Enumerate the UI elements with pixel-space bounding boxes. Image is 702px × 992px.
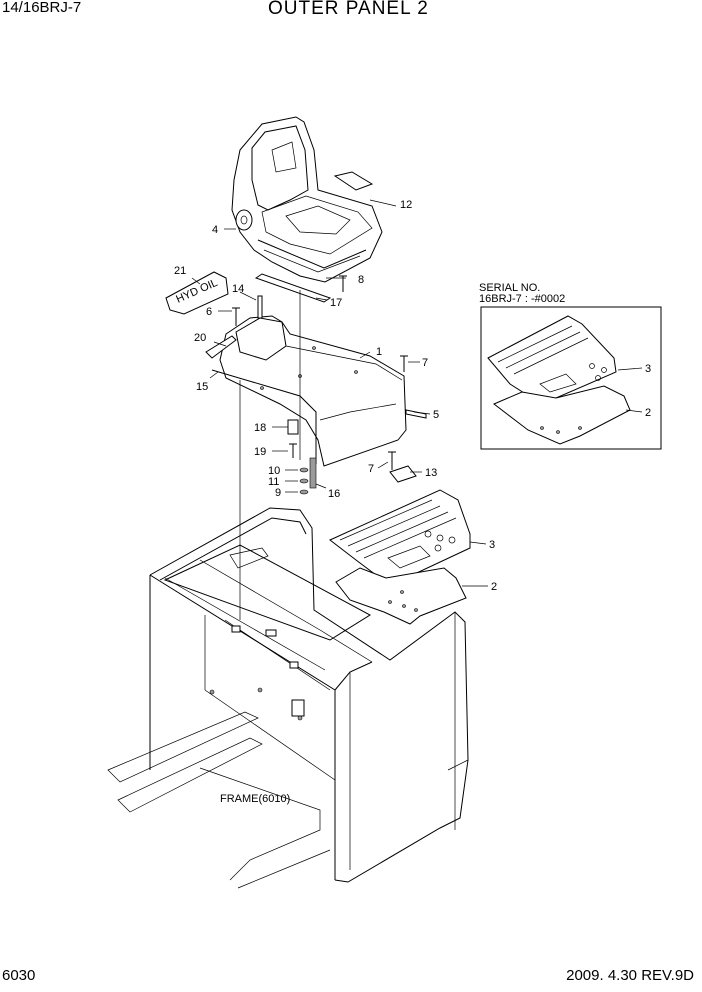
callout-8: 8 — [358, 274, 364, 286]
page-title: OUTER PANEL 2 — [268, 0, 429, 19]
floor-mat-3-variant — [487, 315, 617, 399]
model-code: 14/16BRJ-7 — [2, 0, 82, 16]
bolt-19 — [289, 443, 297, 458]
callout-3: 3 — [489, 539, 495, 551]
washer-10 — [299, 467, 309, 473]
callout-2-variant: 2 — [645, 407, 651, 419]
callout-18: 18 — [254, 422, 266, 434]
washer-11 — [299, 478, 309, 484]
callout-2: 2 — [491, 581, 497, 593]
trim-5 — [405, 409, 427, 419]
hyd-oil-decal-21: HYD OIL — [165, 271, 229, 315]
callout-3-variant: 3 — [645, 363, 651, 375]
callout-6: 6 — [206, 306, 212, 318]
grommet-18 — [287, 419, 299, 435]
strip-14 — [257, 295, 263, 319]
callout-1: 1 — [376, 346, 382, 358]
serial-label: SERIAL NO. — [479, 282, 540, 294]
callout-10: 10 — [268, 465, 280, 477]
bracket-13 — [389, 465, 417, 483]
callout-15: 15 — [196, 381, 208, 393]
callout-21: 21 — [174, 265, 186, 277]
frame-reference-label: FRAME(6010) — [220, 793, 290, 805]
trim-15 — [211, 369, 317, 464]
bolt-6 — [232, 307, 240, 326]
callout-16: 16 — [328, 488, 340, 500]
date-revision: 2009. 4.30 REV.9D — [566, 967, 694, 984]
bolt-7-upper — [400, 355, 408, 372]
floor-mat-3 — [329, 489, 471, 579]
floor-plate-2-variant — [493, 385, 631, 445]
callout-12: 12 — [400, 199, 412, 211]
callout-17: 17 — [330, 297, 342, 309]
rail-17 — [254, 273, 332, 303]
outer-cover-part — [219, 315, 407, 467]
seat-part — [231, 116, 383, 283]
bolt-8 — [339, 275, 347, 292]
callout-14: 14 — [232, 283, 244, 295]
strip-16 — [309, 457, 317, 489]
bolt-7-lower — [388, 451, 396, 470]
callout-numbers: 1 2 2 3 3 4 5 6 7 7 8 9 10 11 12 13 14 1… — [174, 199, 651, 593]
callout-9: 9 — [275, 487, 281, 499]
page-number: 6030 — [2, 967, 36, 984]
callout-20: 20 — [194, 332, 206, 344]
callout-5: 5 — [433, 409, 439, 421]
callout-7-upper: 7 — [422, 357, 428, 369]
serial-variant-box — [480, 306, 662, 450]
callout-4: 4 — [212, 224, 218, 236]
callout-13: 13 — [425, 467, 437, 479]
callout-7-lower: 7 — [368, 463, 374, 475]
trim-20 — [205, 335, 237, 359]
floor-plate-2 — [335, 567, 467, 625]
callout-19: 19 — [254, 446, 266, 458]
decal-12 — [333, 171, 374, 191]
serial-range: 16BRJ-7 : -#0002 — [479, 293, 565, 305]
callout-11: 11 — [268, 476, 279, 488]
washer-9 — [299, 489, 309, 495]
leader-lines — [191, 199, 643, 587]
